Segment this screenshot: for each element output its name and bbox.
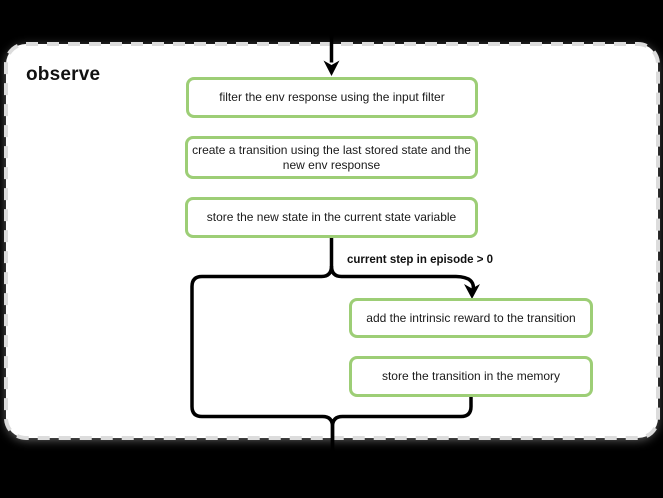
flow-node-label: create a transition using the last store… (192, 142, 471, 172)
flow-node-add-intrinsic-reward: add the intrinsic reward to the transiti… (349, 298, 593, 338)
flow-node-filter-env-response: filter the env response using the input … (186, 77, 478, 118)
page-title: observe (26, 64, 101, 85)
flow-node-label: add the intrinsic reward to the transiti… (366, 310, 576, 325)
flow-node-label: store the transition in the memory (381, 369, 561, 383)
flow-node-create-transition: create a transition using the last store… (185, 136, 478, 179)
flow-node-label: store the new state in the current state… (206, 210, 457, 224)
flow-node-store-new-state: store the new state in the current state… (185, 197, 478, 238)
condition-label: current step in episode > 0 (347, 254, 494, 266)
flow-node-label: filter the env response using the input … (219, 90, 445, 104)
flow-node-store-transition: store the transition in the memory (349, 356, 593, 397)
